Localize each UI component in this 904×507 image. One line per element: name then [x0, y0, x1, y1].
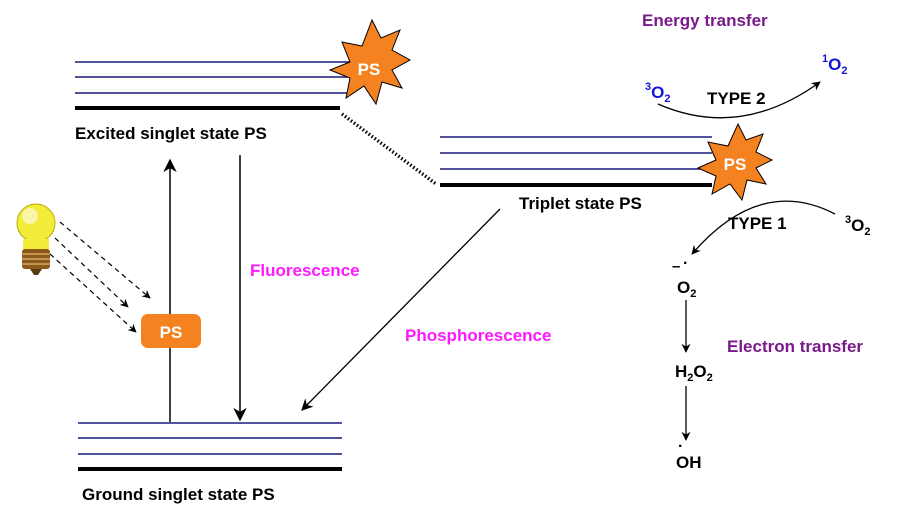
- ps-ground-label: PS: [160, 323, 183, 342]
- triplet-oxygen-type1: 3O2: [845, 214, 870, 238]
- intersystem-crossing-connector: [340, 112, 438, 186]
- triplet-state-levels: [440, 136, 712, 187]
- light-bulb-icon: [16, 203, 56, 275]
- ps-excited-label: PS: [358, 60, 381, 79]
- superoxide: O2: [677, 278, 696, 300]
- phosphorescence-arrow: [301, 208, 501, 411]
- triplet-state-label: Triplet state PS: [519, 194, 642, 213]
- superoxide-dot: ·: [683, 255, 688, 272]
- singlet-oxygen: 1O2: [822, 53, 847, 77]
- hydrogen-peroxide: H2O2: [675, 362, 713, 384]
- superoxide-charge: –: [672, 258, 680, 275]
- light-rays: [49, 221, 151, 333]
- ps-excited-starburst: PS: [328, 18, 412, 106]
- type2-arrow: [657, 81, 821, 119]
- hydroxyl-radical: OH: [676, 453, 702, 472]
- ps-ground-badge: PS: [141, 314, 201, 348]
- ps-triplet-label: PS: [724, 155, 747, 174]
- excited-state-label: Excited singlet state PS: [75, 124, 267, 143]
- phosphorescence-label: Phosphorescence: [405, 326, 551, 345]
- type1-arrow: [691, 200, 836, 255]
- type1-label: TYPE 1: [728, 214, 787, 233]
- electron-transfer-label: Electron transfer: [727, 337, 863, 356]
- fluorescence-label: Fluorescence: [250, 261, 360, 280]
- excited-state-levels: [75, 61, 350, 110]
- ground-state-levels: [78, 422, 342, 471]
- hydroxyl-dot: ·: [678, 438, 683, 455]
- ground-state-label: Ground singlet state PS: [82, 485, 275, 504]
- type2-label: TYPE 2: [707, 89, 766, 108]
- energy-transfer-label: Energy transfer: [642, 11, 768, 30]
- triplet-oxygen-type2: 3O2: [645, 81, 670, 105]
- ps-triplet-starburst: PS: [696, 122, 774, 202]
